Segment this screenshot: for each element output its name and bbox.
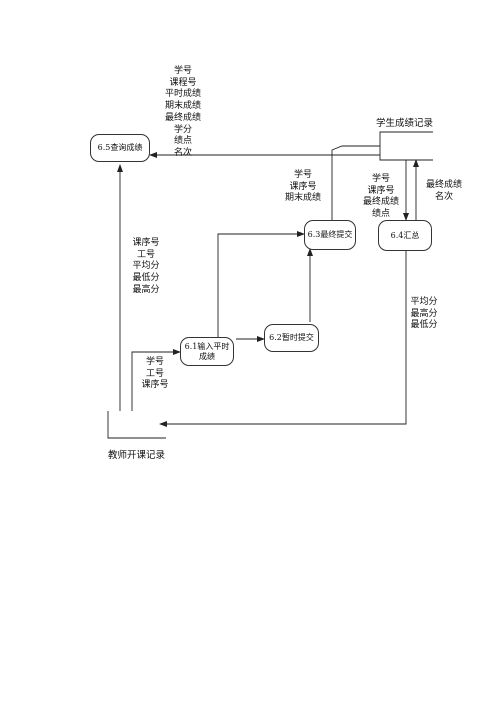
flow-label-teacher-to-input: 学号 工号 课序号 [141, 357, 169, 391]
process-6-2-temporary-submit: 6.2暂时提交 [264, 324, 319, 352]
flow-label-teacher-to-query: 课序号 工号 平均分 最低分 最高分 [132, 238, 160, 295]
flow-label-summary-to-teacher: 平均分 最高分 最低分 [410, 297, 438, 331]
process-6-4-summary: 6.4汇总 [378, 220, 432, 251]
flow-label-summary-back: 最终成绩 名次 [425, 180, 462, 202]
student-scores-store-shape [379, 131, 433, 161]
flow-label-final-submit: 学号 课序号 期末成绩 [284, 170, 321, 204]
process-6-1-input-regular-scores: 6.1输入平时成绩 [180, 337, 234, 366]
flow-label-to-summary: 学号 课序号 最终成绩 绩点 [362, 174, 399, 220]
store-label-student-scores: 学生成绩记录 [376, 118, 434, 129]
flow-teacher-to-input [131, 349, 181, 411]
flow-final-submit-to-store [331, 145, 380, 224]
teacher-courses-store-shape [107, 411, 166, 439]
store-label-teacher-courses: 教师开课记录 [108, 450, 166, 461]
process-6-3-final-submit: 6.3最终提交 [304, 220, 356, 250]
flow-label-query-output: 学号 课程号 平时成绩 期末成绩 最终成绩 学分 绩点 名次 [164, 66, 201, 158]
flow-input-to-final [217, 231, 305, 338]
flow-summary-to-teacher [159, 251, 407, 427]
process-6-5-query-scores: 6.5查询成绩 [90, 134, 150, 162]
